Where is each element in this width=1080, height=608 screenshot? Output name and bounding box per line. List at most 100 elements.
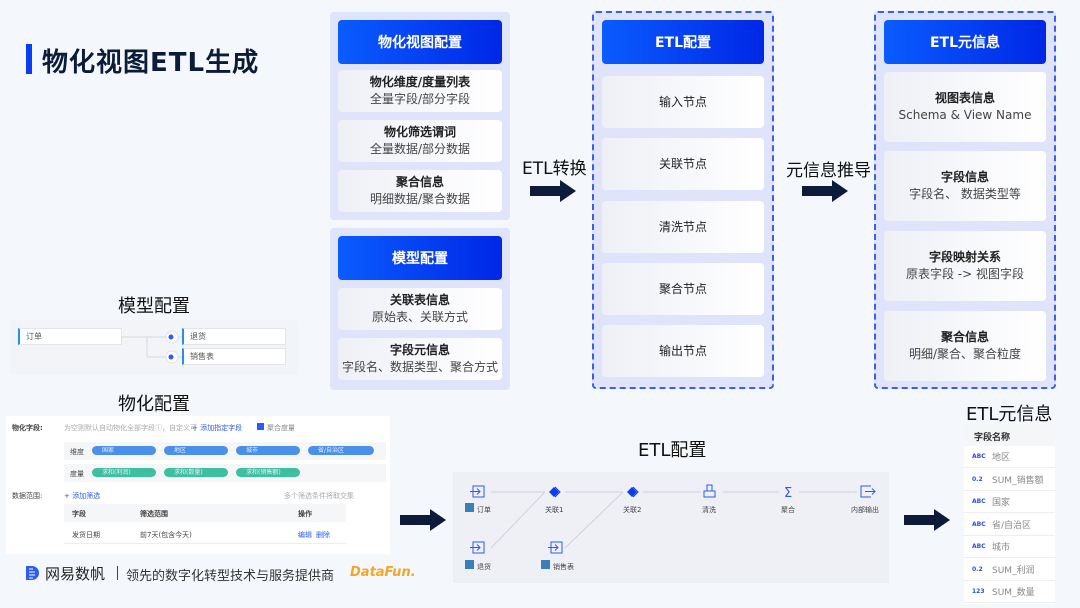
etl-screenshot: Σ 订单 关联1 关联2 清洗 聚合 内部输出 退货 销售表 bbox=[453, 472, 889, 583]
etl-node-label[interactable]: 清洗 bbox=[702, 506, 716, 514]
table-icon bbox=[541, 560, 550, 569]
mv-screenshot: 物化字段: 为空则默认自动物化全部字段ⓘ，自定义可 + 添加指定字段 聚合度量 … bbox=[6, 416, 390, 554]
dim-pill[interactable]: 城市 bbox=[236, 446, 300, 455]
mv-card: 物化筛选谓词 全量数据/部分数据 bbox=[338, 120, 502, 162]
etl-node-label[interactable]: 聚合 bbox=[781, 506, 795, 514]
etl-transform-label: ETL转换 bbox=[522, 159, 587, 179]
card-title: 字段信息 bbox=[940, 170, 989, 184]
right-arrow-icon bbox=[904, 509, 950, 531]
edit-link[interactable]: 编辑 bbox=[298, 531, 312, 539]
filter-table-header: 字段 筛选范围 操作 bbox=[64, 504, 346, 522]
etl-config-panel: ETL配置 输入节点 关联节点 清洗节点 聚合节点 输出节点 bbox=[592, 11, 774, 389]
meta-card: 字段映射关系 原表字段 -> 视图字段 bbox=[884, 231, 1046, 301]
mv-config-panel: 物化视图配置 物化维度/度量列表 全量字段/部分字段 物化筛选谓词 全量数据/部… bbox=[330, 12, 510, 220]
measure-label: 度量 bbox=[70, 470, 84, 478]
etl-flow-lines: Σ bbox=[465, 484, 876, 569]
field-hint: 为空则默认自动物化全部字段ⓘ，自定义可 bbox=[64, 424, 197, 432]
row-range: 前7天(包含今天) bbox=[140, 531, 192, 539]
table-node-join[interactable]: 销售表 bbox=[182, 348, 286, 365]
add-field-link[interactable]: + 添加指定字段 bbox=[192, 424, 243, 432]
card-sub: 明细/聚合、聚合粒度 bbox=[908, 347, 1022, 361]
card-title: 物化维度/度量列表 bbox=[369, 75, 471, 89]
model-card: 关联表信息 原始表、关联方式 bbox=[338, 288, 502, 330]
node-label: 输出节点 bbox=[658, 343, 707, 358]
input-icon bbox=[548, 541, 563, 554]
add-filter-link[interactable]: + 添加筛选 bbox=[64, 492, 101, 500]
card-sub: 全量字段/部分字段 bbox=[369, 92, 471, 106]
meta-card: 视图表信息 Schema & View Name bbox=[884, 72, 1046, 142]
output-icon bbox=[860, 485, 876, 498]
right-arrow-icon bbox=[530, 180, 576, 202]
meta-derive-label: 元信息推导 bbox=[786, 161, 871, 181]
dim-pill[interactable]: 国家 bbox=[92, 446, 156, 455]
etl-node-label[interactable]: 退货 bbox=[477, 563, 491, 571]
measure-pill[interactable]: 求和(销售额) bbox=[236, 468, 300, 477]
table-node-join[interactable]: 退货 bbox=[182, 328, 286, 345]
measure-pill[interactable]: 求和(数量) bbox=[164, 468, 228, 477]
field-type-icon: ABC bbox=[972, 520, 986, 528]
dim-pill[interactable]: 省/自治区 bbox=[308, 446, 374, 455]
field-type-icon: 123 bbox=[972, 588, 985, 595]
card-title: 聚合信息 bbox=[395, 175, 444, 189]
meta-header: 字段名称 bbox=[964, 424, 1055, 446]
right-arrow-icon bbox=[802, 180, 848, 202]
card-sub: 全量数据/部分数据 bbox=[369, 142, 471, 156]
node-label: 关联节点 bbox=[658, 156, 707, 171]
input-icon bbox=[470, 485, 485, 498]
meta-card: 聚合信息 明细/聚合、聚合粒度 bbox=[884, 311, 1046, 381]
etl-node-label[interactable]: 关联1 bbox=[545, 506, 564, 514]
page-title: 物化视图ETL生成 bbox=[42, 48, 260, 78]
join-lines bbox=[122, 330, 182, 364]
card-title: 字段元信息 bbox=[389, 343, 450, 357]
etl-meta-header: ETL元信息 bbox=[884, 20, 1046, 64]
field-name: 地区 bbox=[992, 453, 1011, 463]
dim-row: 维度 国家 地区 城市 省/自治区 bbox=[64, 442, 386, 460]
node-label: 输入节点 bbox=[658, 94, 707, 109]
table-node-main[interactable]: 订单 bbox=[18, 328, 122, 345]
mv-card: 聚合信息 明细数据/聚合数据 bbox=[338, 170, 502, 212]
model-card: 字段元信息 字段名、数据类型、聚合方式 bbox=[338, 338, 502, 380]
etl-meta-panel: ETL元信息 视图表信息 Schema & View Name 字段信息 字段名… bbox=[874, 11, 1056, 389]
etl-config-header: ETL配置 bbox=[602, 20, 764, 64]
partner-logo: DataFun. bbox=[350, 565, 416, 580]
field-name: 国家 bbox=[992, 498, 1011, 508]
brand-name: 网易数帆 bbox=[45, 565, 106, 583]
table-row: 发货日期 前7天(包含今天) 编辑 删除 bbox=[64, 524, 346, 544]
input-icon bbox=[470, 541, 485, 554]
field-type-icon: ABC bbox=[972, 543, 986, 550]
field-type-icon: 0.2 bbox=[972, 475, 983, 483]
measure-pill[interactable]: 求和(利润) bbox=[92, 468, 156, 477]
field-name: 城市 bbox=[992, 543, 1011, 553]
footer-divider bbox=[117, 566, 118, 580]
filter-hint: 多个筛选条件将取交集 bbox=[284, 492, 354, 500]
agg-checkbox[interactable] bbox=[257, 423, 264, 430]
mv-card: 物化维度/度量列表 全量字段/部分字段 bbox=[338, 70, 502, 112]
etl-node-label[interactable]: 订单 bbox=[477, 506, 491, 514]
col-header: 字段 bbox=[72, 510, 86, 518]
field-label: 物化字段: bbox=[12, 424, 43, 432]
etl-node-label[interactable]: 关联2 bbox=[623, 506, 642, 514]
meta-field-row: ABC 城市 bbox=[964, 536, 1055, 558]
field-name: SUM_利润 bbox=[992, 565, 1035, 576]
measure-row: 度量 求和(利润) 求和(数量) 求和(销售额) bbox=[64, 464, 386, 482]
col-header: 操作 bbox=[298, 510, 312, 518]
dim-pill[interactable]: 地区 bbox=[164, 446, 228, 455]
sigma-icon: Σ bbox=[784, 486, 792, 501]
card-title: 视图表信息 bbox=[934, 91, 995, 105]
title-accent-bar bbox=[26, 44, 32, 74]
delete-link[interactable]: 删除 bbox=[316, 531, 330, 539]
table-icon bbox=[465, 560, 474, 569]
card-sub: 原始表、关联方式 bbox=[371, 310, 468, 324]
model-shot-title: 模型配置 bbox=[118, 296, 190, 317]
etl-node-label[interactable]: 内部输出 bbox=[851, 506, 879, 514]
card-title: 聚合信息 bbox=[940, 330, 989, 344]
model-config-panel: 模型配置 关联表信息 原始表、关联方式 字段元信息 字段名、数据类型、聚合方式 bbox=[330, 228, 510, 390]
etl-node-label[interactable]: 销售表 bbox=[553, 563, 574, 571]
model-config-header: 模型配置 bbox=[338, 236, 502, 280]
brand-logo-icon bbox=[26, 566, 39, 580]
